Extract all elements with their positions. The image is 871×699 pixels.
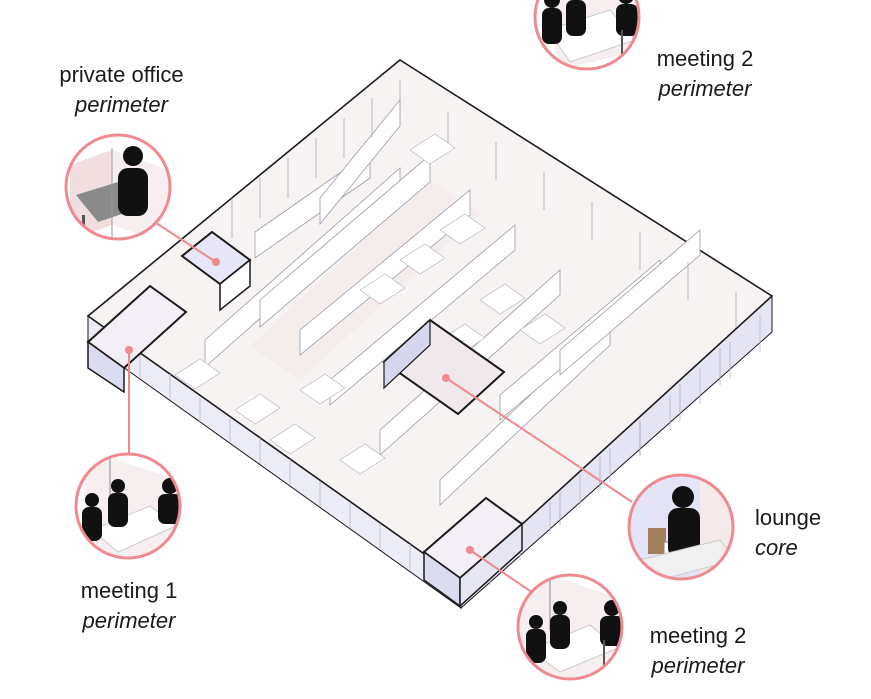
label-meeting-bottom: meeting 2 perimeter [633,621,763,681]
callout-bubble-meeting-top [533,0,641,71]
label-meeting-1-name: meeting 1 [80,578,178,603]
label-private-office-name: private office [59,62,184,87]
floor-plate [86,59,774,610]
perimeter-office-walls [231,80,737,525]
label-meeting-top-name: meeting 2 [656,46,754,71]
label-lounge-zone: core [755,535,798,560]
label-meeting-1-zone: perimeter [82,608,176,633]
label-meeting-1: meeting 1 perimeter [63,576,195,636]
label-meeting-top-zone: perimeter [658,76,752,101]
callout-bubble-lounge [627,473,735,581]
room-meeting-1 [86,284,188,394]
callout-bubble-private-office [64,133,172,241]
label-private-office-zone: perimeter [75,92,168,117]
room-lounge [382,318,506,416]
desk-clusters [174,133,566,475]
label-lounge: lounge core [755,503,855,563]
person-silhouette [668,508,700,558]
label-meeting-bottom-zone: perimeter [651,653,745,678]
leader-lounge [445,377,633,503]
label-private-office: private office perimeter [44,60,199,120]
leader-meeting-2 [469,549,534,594]
callout-bubble-meeting-1 [74,452,182,560]
label-meeting-top: meeting 2 perimeter [640,44,770,104]
callout-bubble-meeting-bottom [516,573,624,681]
person-silhouette [118,168,148,216]
label-meeting-bottom-name: meeting 2 [649,623,747,648]
label-lounge-name: lounge [755,505,822,530]
leader-dots [125,258,474,554]
